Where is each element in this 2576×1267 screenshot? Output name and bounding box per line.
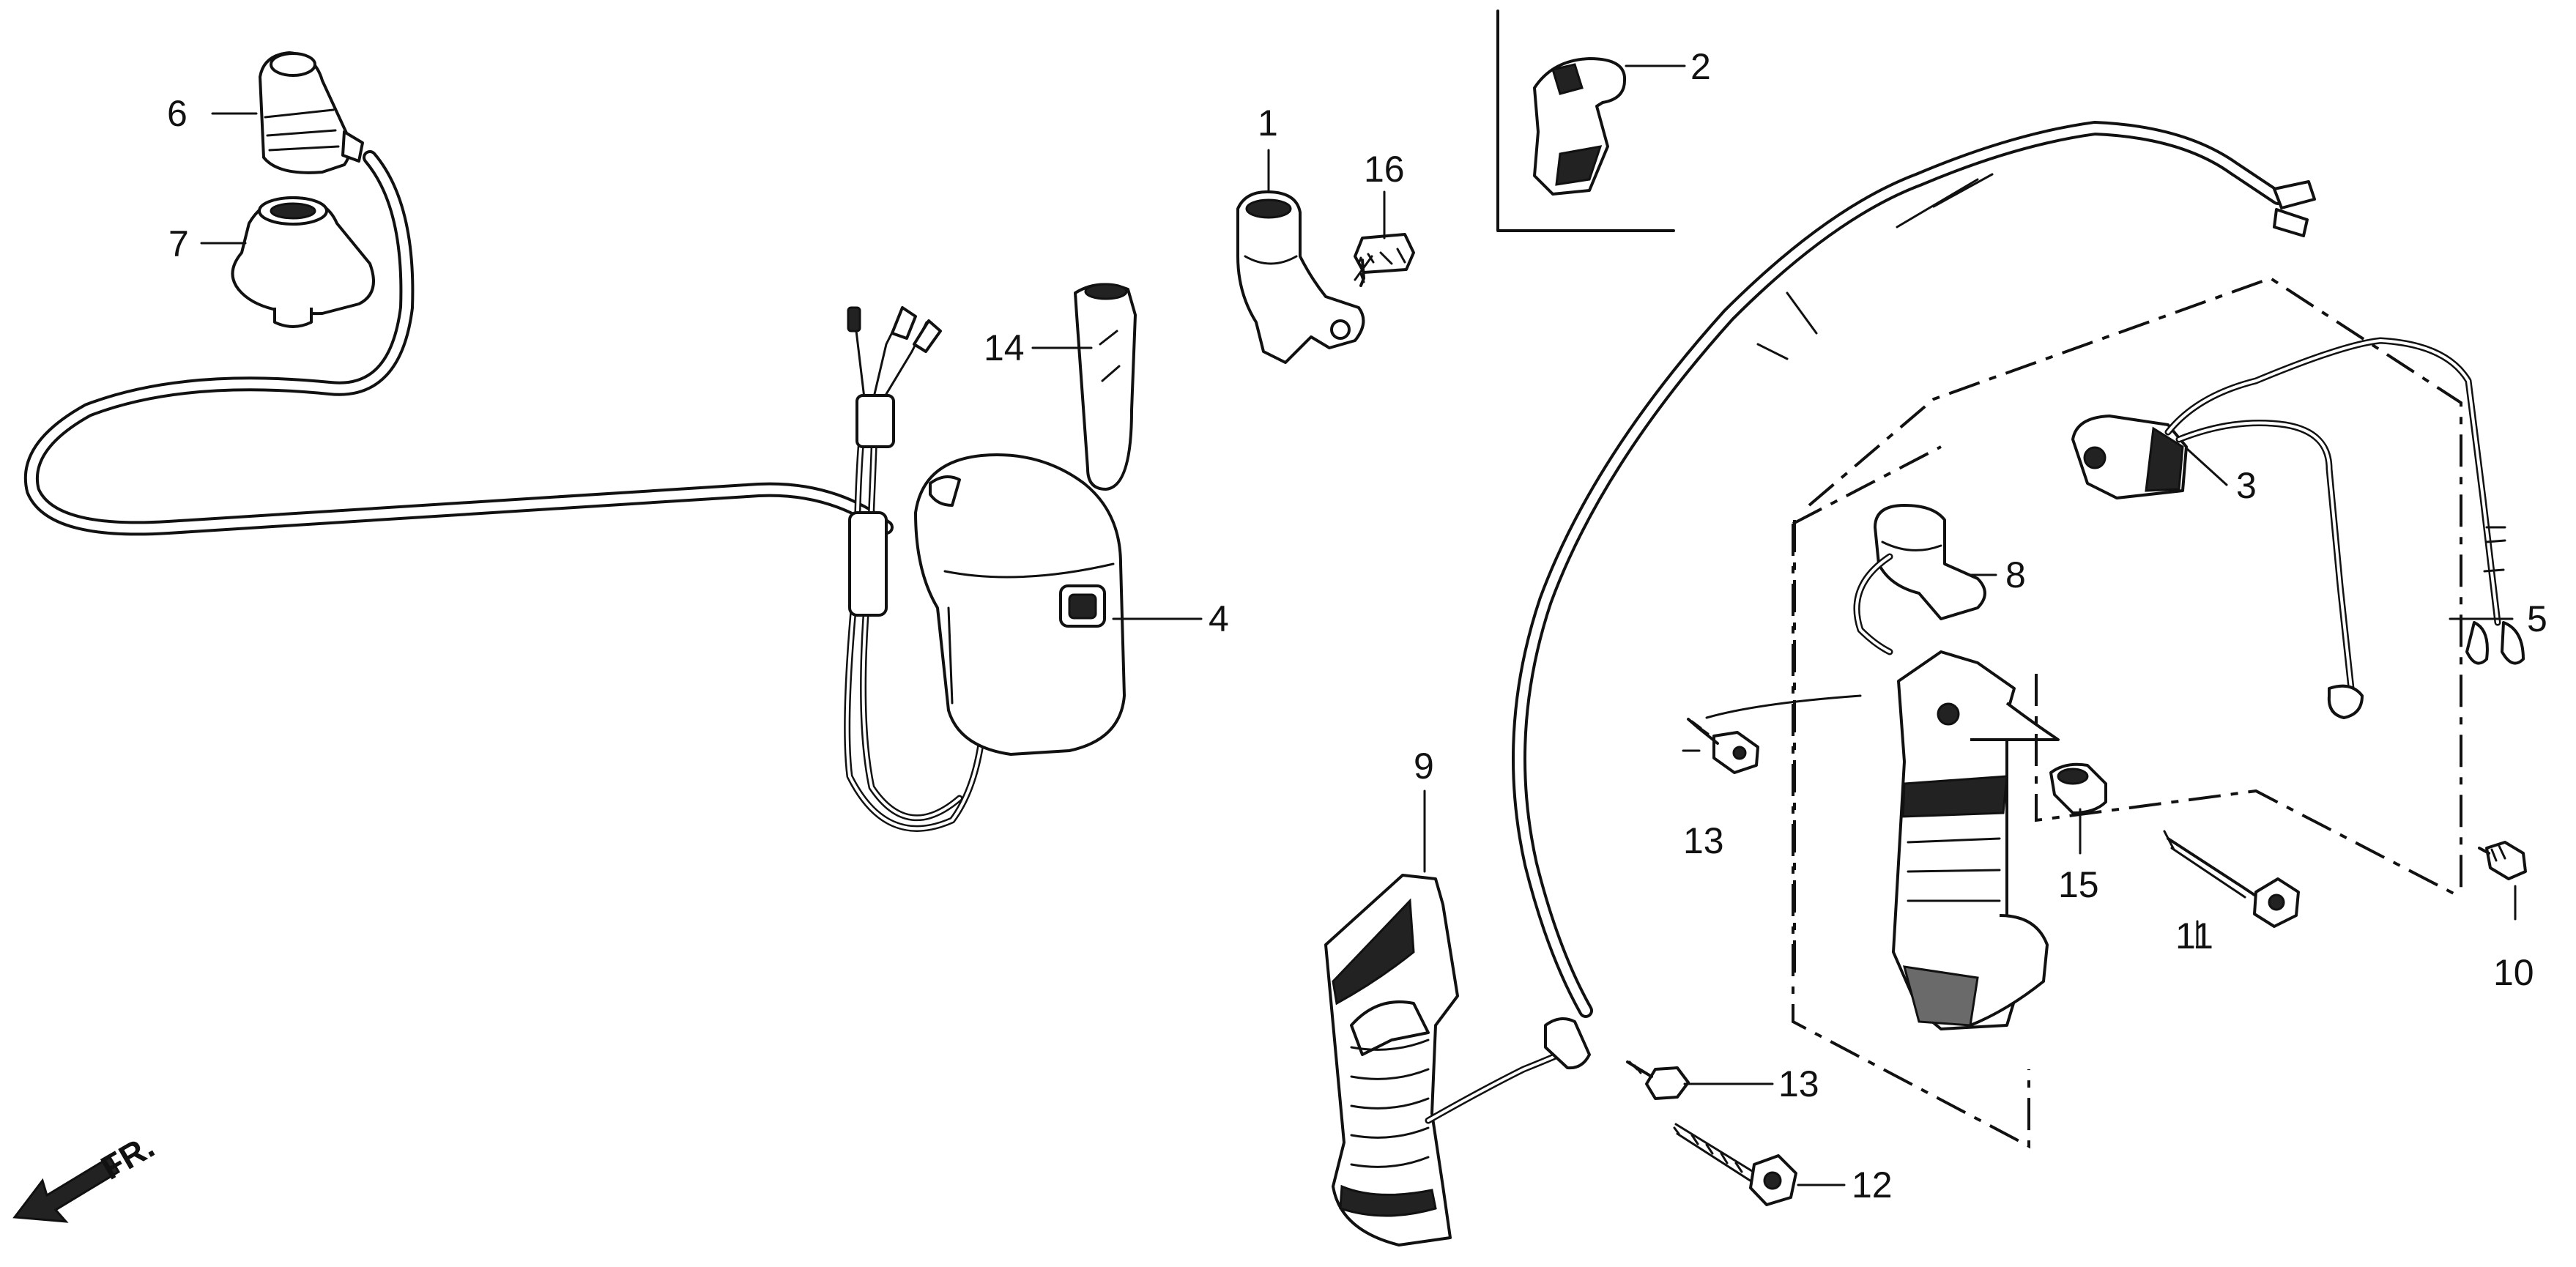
long-harness-cable [1512, 121, 2316, 1018]
assembly-outline-5 [1793, 276, 2462, 974]
callout-13-upper: 13 [1683, 820, 1724, 861]
rubber-seal-part [231, 196, 375, 328]
callout-16: 16 [1364, 149, 1405, 190]
callout-5: 5 [2527, 598, 2547, 639]
assembly-outline-coil [1792, 445, 2454, 1149]
bolt-10-part [2478, 841, 2527, 880]
callout-labels: 1 2 3 4 5 6 7 8 9 10 11 12 13 13 14 15 1… [167, 46, 2547, 1205]
callout-8: 8 [2005, 554, 2026, 595]
cable-clamp-part [1236, 190, 1365, 364]
callout-10: 10 [2493, 952, 2534, 993]
wire-grommet-part [1853, 504, 1986, 655]
callout-14: 14 [984, 327, 1025, 368]
bracket-part [1496, 10, 1675, 232]
spark-plug-cap-part [259, 51, 364, 174]
bolt-16-part [1354, 233, 1415, 287]
callout-2: 2 [1690, 46, 1711, 87]
ignition-coil-part [914, 453, 1126, 756]
callout-1: 1 [1258, 103, 1278, 144]
collar-part [2049, 762, 2107, 814]
callout-9: 9 [1414, 746, 1434, 787]
ignition-coil-boot-part [1074, 283, 1137, 491]
callout-11: 11 [2175, 915, 2213, 956]
pulse-generator-part [2071, 337, 2525, 719]
callout-7: 7 [168, 223, 189, 264]
callout-6: 6 [167, 93, 188, 134]
bolt-12-part [1673, 1123, 1797, 1206]
callout-15: 15 [2058, 864, 2099, 905]
callout-3: 3 [2236, 465, 2257, 506]
charge-coil-part [1892, 650, 2060, 1030]
callout-4: 4 [1209, 598, 1229, 639]
high-tension-lead [23, 150, 894, 536]
callout-13-lower: 13 [1778, 1063, 1819, 1104]
callout-12: 12 [1852, 1164, 1893, 1205]
leader-lines [200, 64, 2517, 1186]
bolt-11-part [2163, 830, 2300, 928]
exciter-coil-part [1324, 874, 1591, 1246]
bolt-13-upper-part [1687, 718, 1759, 774]
front-arrow-icon [12, 1155, 121, 1223]
ignition-coil-wires [844, 306, 985, 832]
front-direction-indicator: FR. [12, 1127, 160, 1223]
bolt-13-lower-part [1626, 1060, 1690, 1100]
